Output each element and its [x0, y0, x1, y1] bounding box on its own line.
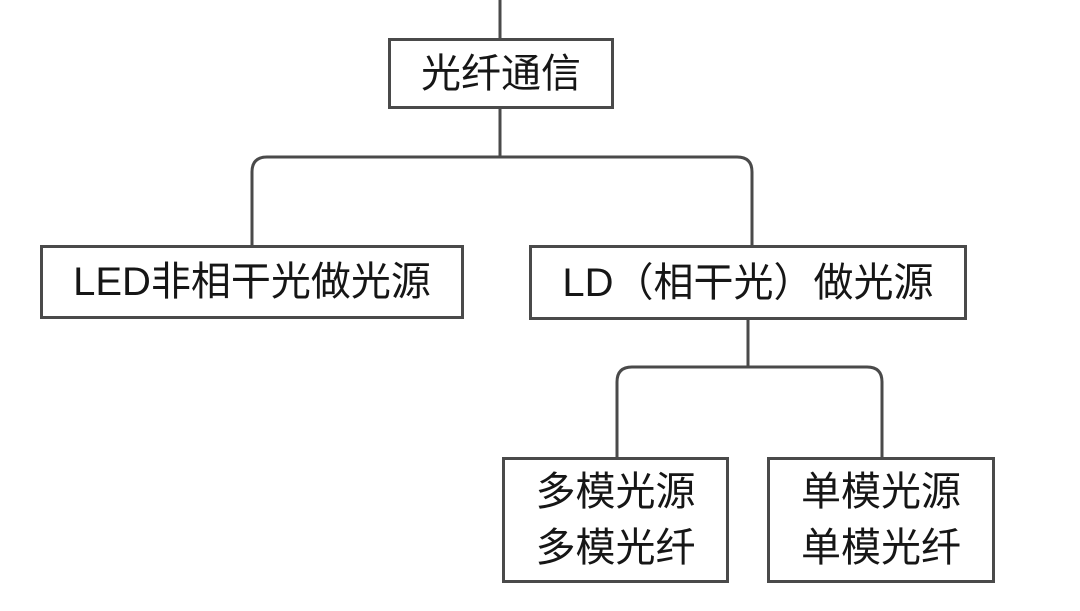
node-label: LED非相干光做光源	[73, 260, 431, 304]
node-label-line2: 多模光纤	[535, 526, 696, 570]
node-label: 光纤通信	[421, 51, 581, 96]
edge-root-to-children-bracket	[250, 155, 754, 245]
node-label: LD（相干光）做光源	[562, 260, 934, 305]
node-ld-coherent-source: LD（相干光）做光源	[529, 245, 967, 320]
node-singlemode-source-fiber: 单模光源 单模光纤	[767, 457, 995, 583]
node-led-noncoherent-source: LED非相干光做光源	[40, 245, 464, 319]
node-label-line1: 多模光源	[535, 470, 696, 514]
node-fiber-optic-communication: 光纤通信	[388, 38, 614, 109]
node-multimode-source-fiber: 多模光源 多模光纤	[502, 457, 729, 583]
node-label-line2: 单模光纤	[801, 526, 961, 570]
node-label-line1: 单模光源	[801, 470, 961, 514]
edge-ld-to-children-bracket	[615, 365, 884, 457]
